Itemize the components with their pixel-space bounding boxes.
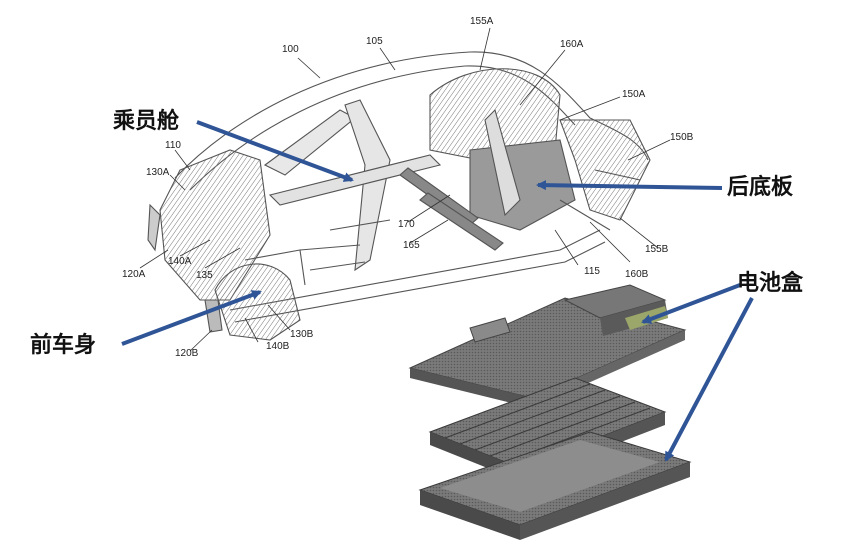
ref-140b: 140B (266, 341, 290, 352)
reference-numerals: 100 105 155A 160A 150A 150B 110 130A 120… (122, 16, 694, 359)
ref-120a: 120A (122, 269, 146, 280)
ref-150b: 150B (670, 132, 694, 143)
arrow-passenger-cabin (196, 120, 354, 182)
ref-150a: 150A (622, 89, 646, 100)
ref-105: 105 (366, 36, 383, 47)
ref-100: 100 (282, 44, 299, 55)
ref-140a: 140A (168, 256, 192, 267)
ref-120b: 120B (175, 348, 199, 359)
ref-130a: 130A (146, 167, 170, 178)
ref-155b: 155B (645, 244, 669, 255)
b-pillar (344, 99, 391, 272)
callout-labels: 乘员舱 后底板 前车身 电池盒 (30, 108, 804, 358)
ref-160b: 160B (625, 269, 649, 280)
callout-arrows (121, 120, 754, 462)
label-front-body: 前车身 (30, 332, 96, 358)
label-battery-box: 电池盒 (737, 270, 804, 296)
arrow-battery-cover (641, 283, 741, 324)
battery-box-drawing (408, 284, 692, 540)
leader-lines (139, 27, 671, 352)
label-rear-floor: 后底板 (727, 174, 794, 200)
ref-155a: 155A (470, 16, 494, 27)
ref-170: 170 (398, 219, 415, 230)
arrow-rear-floor (536, 180, 723, 191)
ref-160a: 160A (560, 39, 584, 50)
ref-135: 135 (196, 270, 213, 281)
sill-line (229, 229, 601, 311)
ref-115: 115 (584, 266, 600, 277)
front-structure (159, 149, 271, 301)
label-passenger-cabin: 乘员舱 (112, 108, 180, 134)
arrow-front-body (121, 290, 262, 346)
car-body-drawing (147, 51, 651, 341)
ref-130b: 130B (290, 329, 314, 340)
ref-165: 165 (403, 240, 420, 251)
ref-110: 110 (165, 140, 181, 151)
arrow-battery-tray (664, 297, 754, 462)
